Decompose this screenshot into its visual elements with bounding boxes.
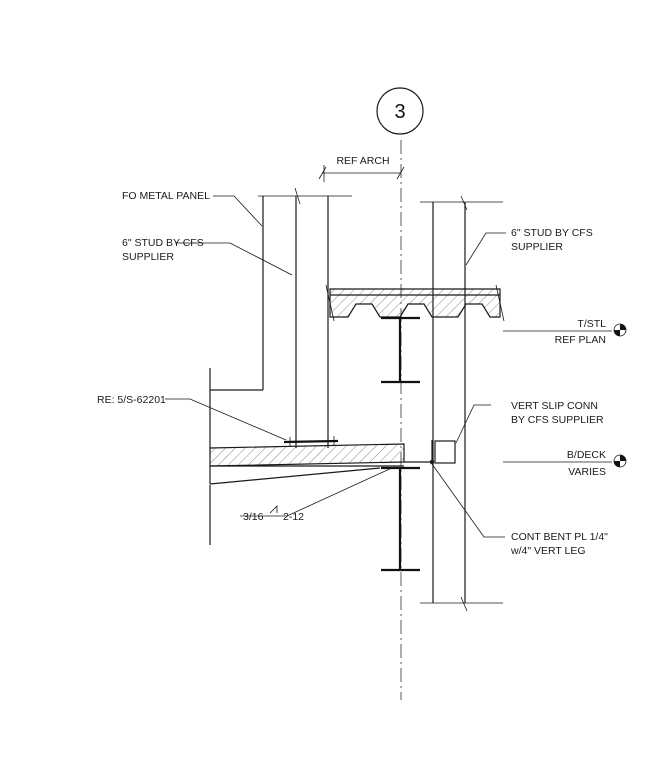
weld-length-label: 2-12 bbox=[283, 511, 304, 523]
ref-arch-label: REF ARCH bbox=[336, 155, 389, 167]
elevation-markers bbox=[503, 323, 627, 468]
detail-number: 3 bbox=[394, 101, 405, 123]
detail-bubble: 3 bbox=[376, 87, 424, 135]
upper-composite-deck bbox=[325, 284, 505, 322]
cont-bent-label-line2: w/4" VERT LEG bbox=[510, 545, 586, 557]
vert-slip-label-line1: VERT SLIP CONN bbox=[511, 400, 598, 412]
bdeck-label: B/DECK bbox=[567, 449, 606, 461]
ref-plan-label: REF PLAN bbox=[555, 334, 606, 346]
vert-slip-label-line2: BY CFS SUPPLIER bbox=[511, 414, 604, 426]
slip-connection bbox=[404, 440, 456, 465]
left-cfs-stud bbox=[295, 196, 329, 448]
weld-symbol bbox=[269, 505, 278, 514]
upper-steel-beam bbox=[381, 316, 420, 384]
lower-steel-beam bbox=[381, 466, 420, 572]
fo-metal-panel-label: FO METAL PANEL bbox=[122, 190, 210, 202]
weld-size-label: 3/16 bbox=[243, 511, 264, 523]
cont-bent-label-line1: CONT BENT PL 1/4" bbox=[511, 531, 608, 543]
tstl-datum-symbol bbox=[613, 323, 627, 337]
stud-left-label-line1: 6" STUD BY CFS bbox=[122, 237, 204, 249]
leaders bbox=[165, 195, 506, 538]
right-cfs-stud bbox=[420, 195, 503, 612]
stud-right-label-line1: 6" STUD BY CFS bbox=[511, 227, 593, 239]
re-reference-label: RE: 5/S-62201 bbox=[97, 394, 166, 406]
lower-slab-edge bbox=[209, 436, 405, 485]
metal-panel-wall bbox=[209, 187, 352, 545]
stud-right-label-line2: SUPPLIER bbox=[511, 241, 563, 253]
stud-left-label-line2: SUPPLIER bbox=[122, 251, 174, 263]
tstl-label: T/STL bbox=[577, 318, 606, 330]
ref-arch-dimension: REF ARCH bbox=[318, 155, 405, 182]
bdeck-datum-symbol bbox=[613, 454, 627, 468]
varies-label: VARIES bbox=[568, 466, 606, 478]
